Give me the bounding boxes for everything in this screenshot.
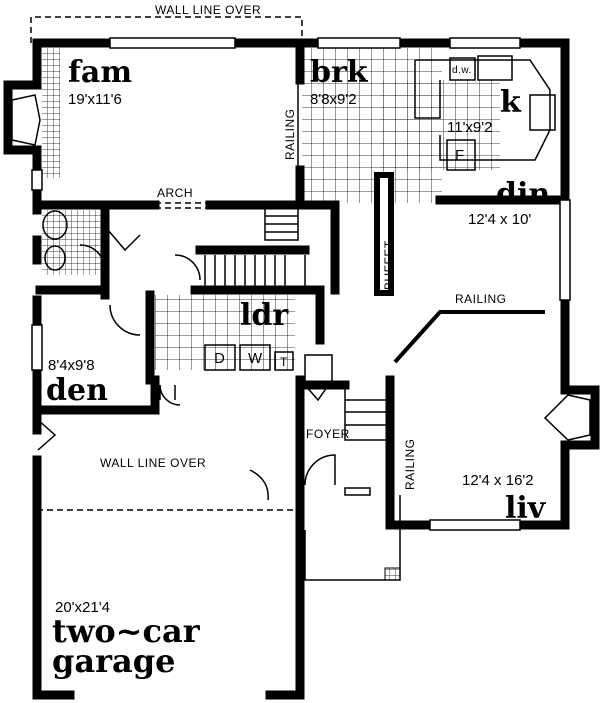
window — [429, 519, 521, 531]
wall-line-over-top-label: WALL LINE OVER — [155, 3, 261, 17]
room-den-name: den — [46, 373, 108, 408]
tub-label: T — [280, 355, 288, 369]
railing-din-label: RAILING — [455, 292, 507, 306]
hearth-tile — [42, 48, 60, 178]
fireplace-fam — [11, 94, 41, 146]
entry-planter — [384, 567, 401, 581]
room-din-name: din — [496, 177, 550, 212]
fridge-label: F — [455, 147, 464, 164]
room-den-size: 8'4x9'8 — [48, 357, 95, 374]
dishwasher — [449, 57, 476, 81]
dryer-label: D — [214, 350, 225, 367]
doors — [37, 229, 371, 496]
room-liv-name: liv — [505, 491, 547, 526]
room-k-size: 11'x9'2 — [447, 119, 492, 136]
ldr-tile-floor — [155, 295, 295, 370]
buffet-label: BUFFET — [382, 240, 396, 290]
stove — [529, 94, 556, 131]
room-garage-name-1: two~car — [52, 612, 201, 650]
railing-brk-label: RAILING — [283, 108, 297, 160]
arch-label: ARCH — [157, 186, 193, 200]
window — [31, 169, 43, 191]
dryer — [204, 344, 236, 371]
tub — [274, 351, 294, 371]
foyer-label: FOYER — [306, 427, 350, 441]
bath-tile-floor — [42, 210, 102, 275]
window — [109, 37, 236, 49]
walls — [3, 38, 600, 700]
room-din-size: 12'4 x 10' — [468, 211, 531, 228]
stairs — [204, 208, 390, 441]
fireplace-liv — [543, 394, 591, 441]
arch-opening — [155, 202, 210, 209]
railing-liv-label: RAILING — [403, 438, 417, 490]
buffet — [374, 172, 394, 296]
kitchen-sink — [477, 55, 513, 81]
dishwasher-label: d.w. — [452, 65, 472, 76]
room-liv-size: 12'4 x 16'2 — [462, 472, 534, 489]
wall-line-over-garage-label: WALL LINE OVER — [100, 456, 206, 470]
wall-line-over-top — [30, 16, 303, 43]
garage-arrow — [249, 469, 269, 501]
room-brk-name: brk — [310, 55, 369, 90]
room-ldr-name: ldr — [240, 298, 289, 333]
toilet — [42, 210, 68, 240]
room-garage-size: 20'x21'4 — [55, 599, 110, 616]
room-fam-size: 19'x11'6 — [68, 91, 122, 108]
room-garage-name-2: garage — [52, 642, 175, 680]
room-brk-size: 8'8x9'2 — [310, 91, 357, 108]
window — [449, 37, 521, 49]
window — [317, 37, 401, 49]
washer — [239, 344, 271, 371]
washer-label: W — [248, 350, 263, 367]
bath-sink — [44, 245, 66, 271]
railing-din — [393, 310, 545, 364]
window — [31, 324, 43, 371]
entry-walk — [304, 495, 401, 581]
foyer-planter — [304, 354, 333, 402]
fridge — [446, 139, 476, 171]
room-k-name: k — [500, 85, 522, 120]
window — [559, 199, 571, 301]
room-fam-name: fam — [68, 55, 132, 90]
